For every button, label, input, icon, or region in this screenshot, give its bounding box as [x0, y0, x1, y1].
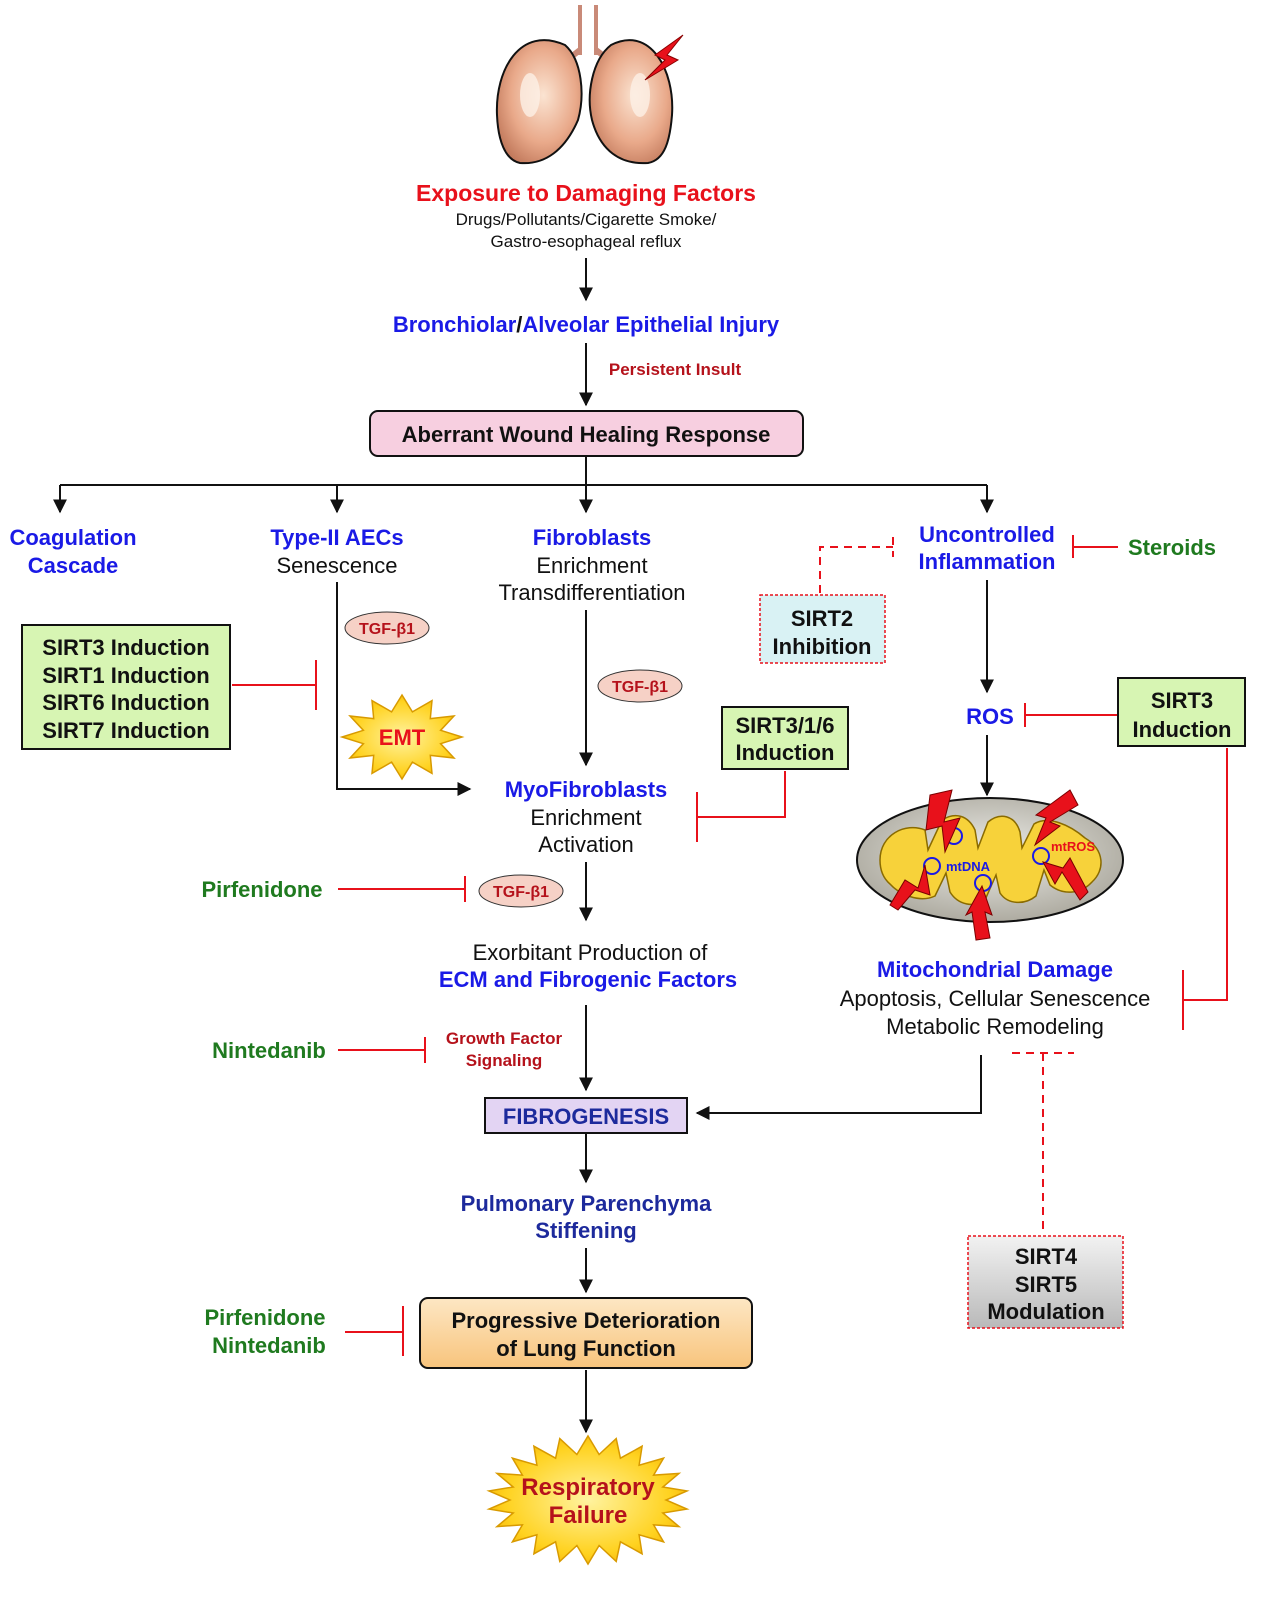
drugs-deterioration-inhibit-line	[345, 1306, 404, 1356]
sirt7-induction-line: SIRT7 Induction	[42, 718, 209, 743]
sirt1-induction-line: SIRT1 Induction	[42, 663, 209, 688]
mito-damage-line2: Metabolic Remodeling	[886, 1014, 1104, 1039]
myofibroblasts-enrichment: Enrichment	[530, 805, 641, 830]
sirt3-mito-inhibit-line	[1182, 748, 1228, 1030]
branch-connector	[53, 456, 994, 514]
sirt316-line1: SIRT3/1/6	[735, 713, 834, 738]
lungs-icon	[495, 5, 674, 165]
sirt45-dashed-line	[1012, 1052, 1074, 1235]
fibroblasts-transdifferentiation: Transdifferentiation	[498, 580, 685, 605]
sirt316-induction-box: SIRT3/1/6 Induction	[721, 706, 849, 770]
sirt-induction-inhibit-line	[232, 660, 317, 710]
sirt2-line2: Inhibition	[773, 634, 872, 659]
epithelial-injury-label: Bronchiolar/Alveolar Epithelial Injury	[393, 312, 780, 337]
svg-text:TGF-β1: TGF-β1	[493, 884, 549, 901]
steroids-label: Steroids	[1128, 535, 1216, 560]
nintedanib-inhibit-line	[338, 1037, 426, 1063]
mitochondrion-icon: mtDNA mtROS	[856, 789, 1124, 941]
sirt2-inhibit-dashed-line	[819, 537, 894, 593]
exorbitant-line2: ECM and Fibrogenic Factors	[439, 967, 737, 992]
pirfenidone-label: Pirfenidone	[201, 877, 322, 902]
pirfenidone-bottom-label: Pirfenidone	[204, 1305, 325, 1330]
fibrogenesis-box: FIBROGENESIS	[484, 1097, 688, 1134]
sirt6-induction-line: SIRT6 Induction	[42, 690, 209, 715]
sirt3-induction-line: SIRT3 Induction	[42, 635, 209, 660]
sirt45-modulation-box: SIRT4 SIRT5 Modulation	[967, 1235, 1124, 1329]
fibrogenesis-label: FIBROGENESIS	[503, 1104, 669, 1129]
sirt3-box-line1: SIRT3	[1151, 688, 1213, 713]
mtros-label: mtROS	[1051, 839, 1095, 854]
sirt45-line3: Modulation	[987, 1299, 1104, 1324]
myofibroblasts-activation: Activation	[538, 832, 633, 857]
deterioration-line2: of Lung Function	[496, 1336, 676, 1361]
sirt316-line2: Induction	[736, 740, 835, 765]
respiratory-failure-line1: Respiratory	[521, 1474, 655, 1501]
inflammation-label-line2: Inflammation	[919, 549, 1056, 574]
growth-factor-line2: Signaling	[466, 1051, 543, 1070]
arrow-mito-to-fibrogenesis	[695, 1055, 982, 1120]
sirt2-inhibition-box: SIRT2 Inhibition	[759, 594, 886, 664]
aberrant-healing-box: Aberrant Wound Healing Response	[369, 410, 804, 457]
svg-text:TGF-β1: TGF-β1	[612, 679, 668, 696]
coagulation-label-line1: Coagulation	[9, 525, 136, 550]
exposure-title: Exposure to Damaging Factors	[416, 180, 756, 206]
inflammation-label-line1: Uncontrolled	[919, 522, 1055, 547]
aecs-senescence: Senescence	[276, 553, 397, 578]
exorbitant-line1: Exorbitant Production of	[473, 940, 709, 965]
sirt316-inhibit-line	[696, 771, 786, 842]
exposure-line1: Drugs/Pollutants/Cigarette Smoke/	[456, 210, 717, 229]
deterioration-line1: Progressive Deterioration	[452, 1308, 721, 1333]
mtdna-label: mtDNA	[946, 859, 991, 874]
coagulation-label-line2: Cascade	[28, 553, 119, 578]
arrow-aecs-to-myofibroblasts	[336, 582, 472, 796]
lightning-bolt-icon	[644, 34, 684, 81]
fibroblasts-enrichment: Enrichment	[536, 553, 647, 578]
exposure-line2: Gastro-esophageal reflux	[491, 232, 682, 251]
sirt45-line2: SIRT5	[1015, 1272, 1077, 1297]
myofibroblasts-title: MyoFibroblasts	[505, 777, 668, 802]
tgf-b1-oval-fibroblasts: TGF-β1	[597, 669, 683, 703]
stiffening-line1: Pulmonary Parenchyma	[461, 1191, 712, 1216]
persistent-insult-label: Persistent Insult	[609, 360, 742, 379]
sirt-induction-box: SIRT3 Induction SIRT1 Induction SIRT6 In…	[21, 624, 231, 750]
tgf-b1-oval-myofibroblasts: TGF-β1	[478, 874, 564, 908]
aberrant-healing-label: Aberrant Wound Healing Response	[402, 422, 771, 447]
sirt3-ros-inhibit-line	[1024, 703, 1118, 727]
mito-damage-title: Mitochondrial Damage	[877, 957, 1113, 982]
aecs-title: Type-II AECs	[270, 525, 403, 550]
emt-star-icon: EMT	[339, 693, 465, 781]
mito-damage-line1: Apoptosis, Cellular Senescence	[840, 986, 1151, 1011]
deterioration-box: Progressive Deterioration of Lung Functi…	[419, 1297, 753, 1369]
sirt45-line1: SIRT4	[1015, 1244, 1078, 1269]
fibroblasts-title: Fibroblasts	[533, 525, 652, 550]
pirfenidone-inhibit-line	[338, 876, 466, 902]
nintedanib-label: Nintedanib	[212, 1038, 326, 1063]
sirt3-box-line2: Induction	[1133, 717, 1232, 742]
steroids-inhibit-line	[1072, 535, 1118, 558]
ros-label: ROS	[966, 704, 1014, 729]
stiffening-line2: Stiffening	[535, 1218, 636, 1243]
nintedanib-bottom-label: Nintedanib	[212, 1333, 326, 1358]
sirt2-line1: SIRT2	[791, 606, 853, 631]
sirt3-induction-box: SIRT3 Induction	[1117, 677, 1246, 747]
growth-factor-line1: Growth Factor	[446, 1029, 563, 1048]
svg-text:TGF-β1: TGF-β1	[359, 621, 415, 638]
respiratory-failure-line2: Failure	[549, 1502, 628, 1529]
emt-label: EMT	[379, 725, 426, 750]
tgf-b1-oval-aecs: TGF-β1	[344, 611, 430, 645]
burst-star-icon: Respiratory Failure	[486, 1434, 690, 1566]
